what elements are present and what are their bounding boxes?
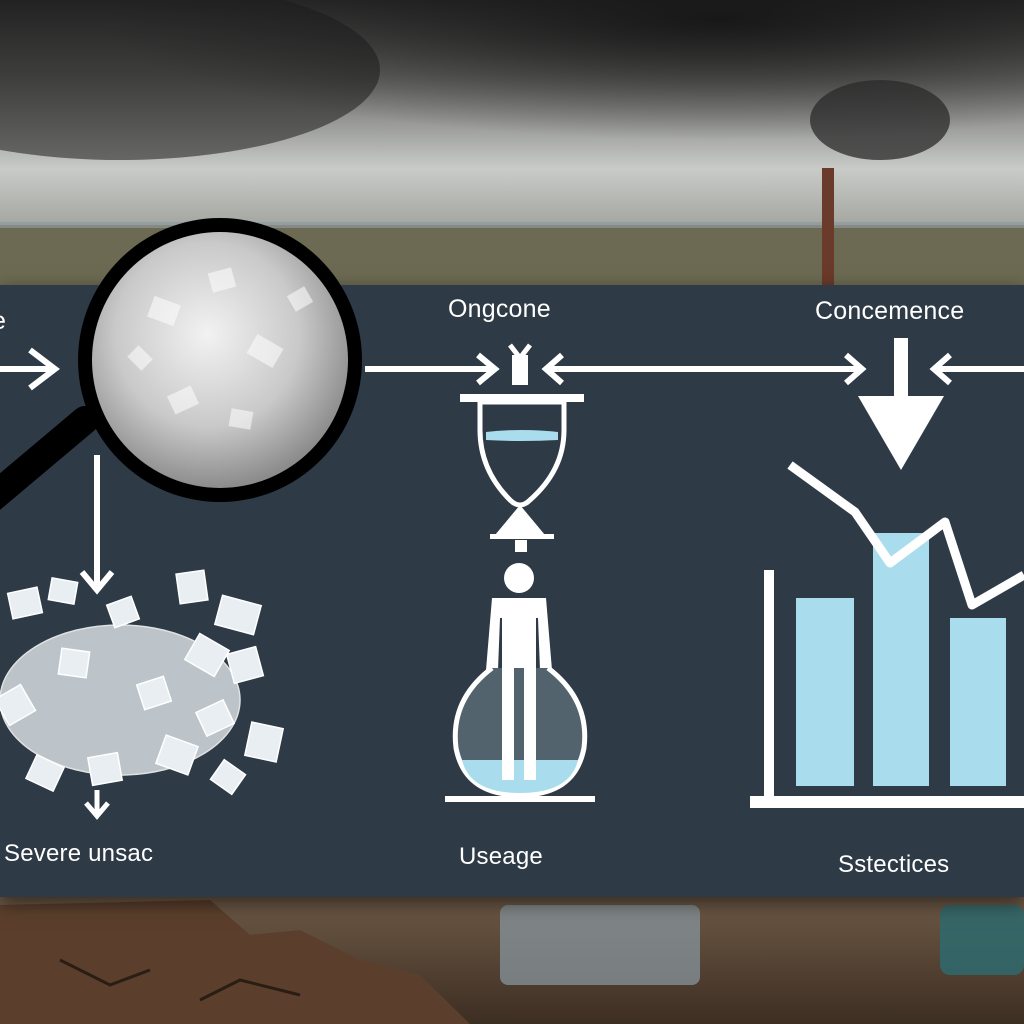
arrow-down-large (858, 338, 944, 470)
debris (500, 905, 700, 985)
arrow-down-small (84, 790, 110, 820)
magnifying-glass-icon (0, 218, 362, 510)
smoke-plume (810, 80, 950, 160)
label-severe: Severe unsac (4, 840, 154, 867)
double-arrow (541, 352, 867, 386)
label-useage: Useage (459, 843, 543, 870)
crystals-icon (0, 569, 285, 796)
smokestack-icon (822, 168, 834, 286)
flask-icon (445, 660, 595, 802)
arrow-down-to-crystals (79, 455, 115, 595)
horizon-line (0, 222, 1024, 228)
arrow-right-exit (929, 352, 1024, 386)
chart-bar (873, 533, 929, 786)
arrow-left-entry (0, 347, 60, 391)
chart-bar (950, 618, 1006, 786)
trend-line-icon (787, 461, 1024, 610)
label-stats: Sstectices (838, 851, 950, 878)
chart-x-axis (750, 796, 1024, 808)
label-ongcone: Ongcone (448, 295, 551, 323)
smoke-cloud (0, 0, 380, 160)
bar-chart-icon (750, 533, 1024, 808)
chart-y-axis (764, 570, 774, 796)
chart-bar (796, 598, 854, 786)
label-concemence: Concemence (815, 297, 965, 325)
debris (940, 905, 1024, 975)
cracked-soil (0, 900, 470, 1024)
soil-crack (59, 958, 301, 1002)
arrow-to-hourglass (365, 352, 500, 386)
hourglass-icon (460, 343, 584, 552)
label-left-partial: e (0, 307, 6, 336)
